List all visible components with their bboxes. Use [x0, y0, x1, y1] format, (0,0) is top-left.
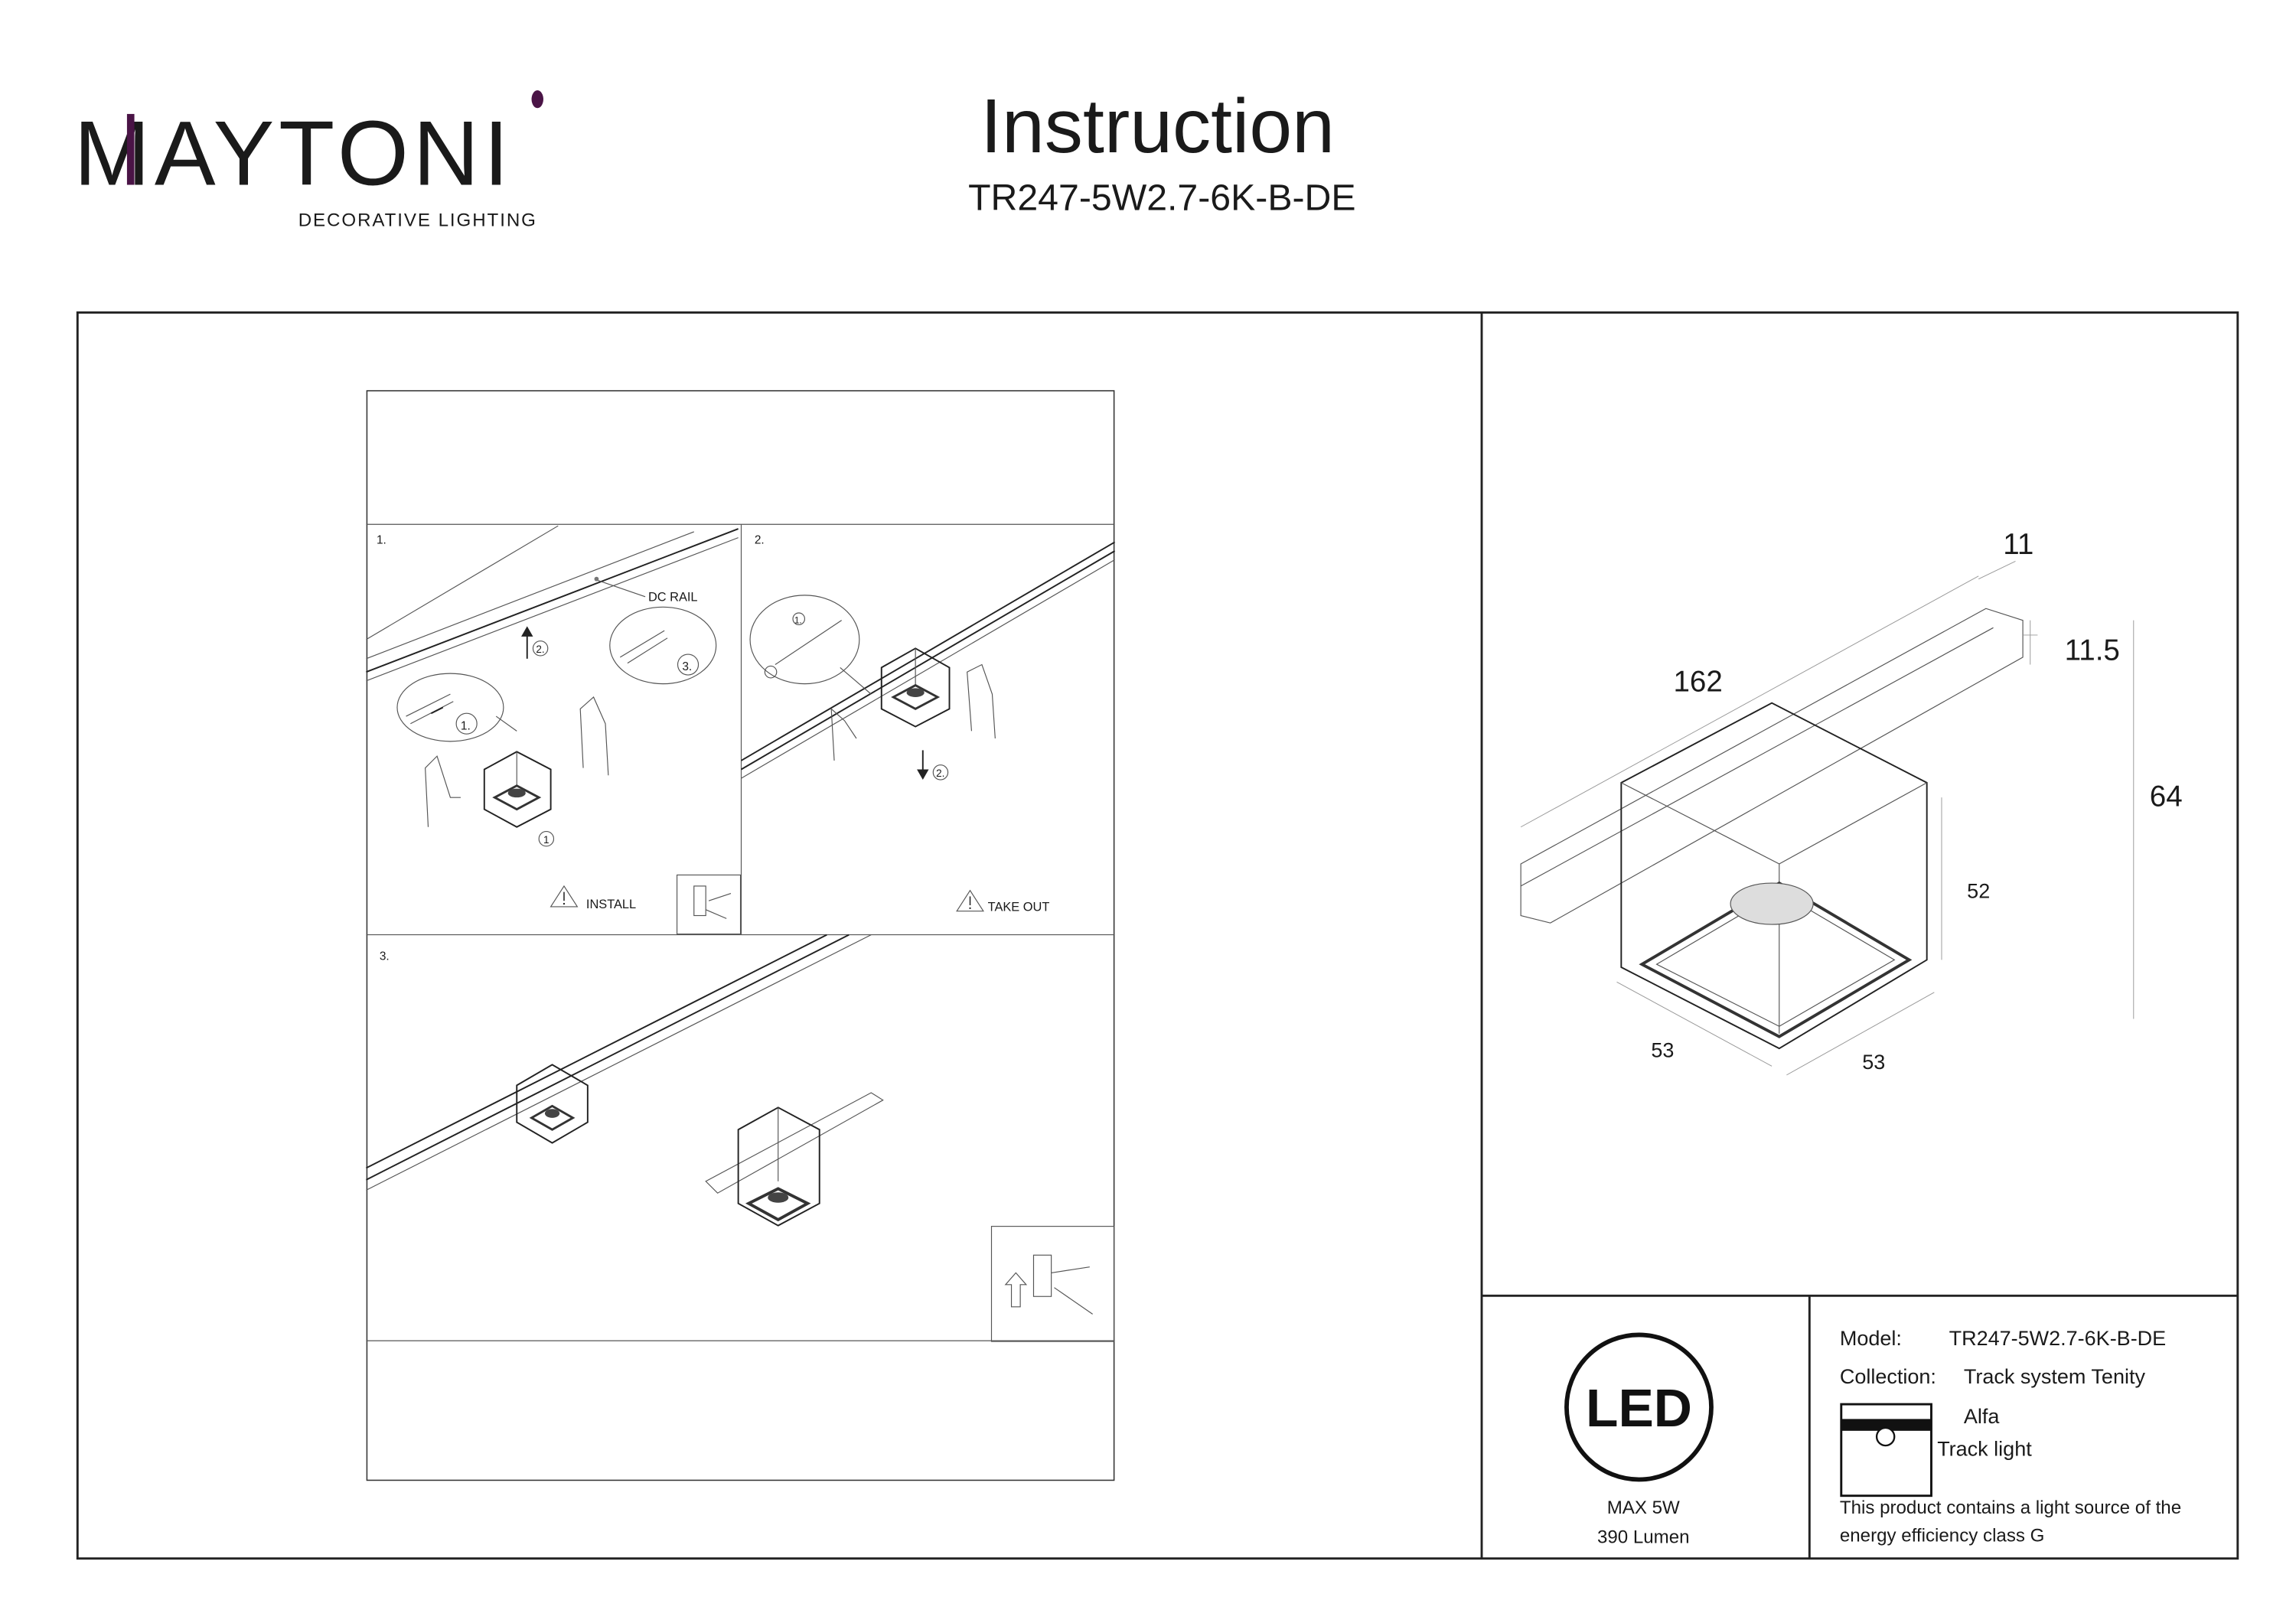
dim-rail-width: 11: [2003, 528, 2033, 561]
dim-body-height: 52: [1967, 879, 1990, 902]
maytoni-logo: MAYTONI DECORATIVE LIGHTING: [73, 90, 543, 231]
sub-collection: Alfa: [1964, 1405, 2001, 1428]
circled-number: 1: [543, 834, 550, 846]
collection-label: Collection:: [1840, 1365, 1936, 1388]
brand-tagline: DECORATIVE LIGHTING: [298, 210, 537, 231]
power-off-icon: [676, 874, 742, 935]
track-light-icon: [1840, 1403, 1932, 1498]
power-on-icon: [990, 1226, 1115, 1342]
detail-inset: [609, 606, 717, 685]
led-spec-block: LED MAX 5W 390 Lumen: [1564, 1332, 1714, 1547]
led-badge: LED: [1586, 1378, 1692, 1438]
lens: [1730, 882, 1814, 925]
dimension-drawing: 162 11 11.5 64 52 53 53: [1520, 528, 2183, 1076]
led-icon: [1564, 1332, 1714, 1482]
dc-rail-label: DC RAIL: [648, 591, 698, 605]
model-subtitle: TR247-5W2.7-6K-B-DE: [968, 177, 1355, 218]
sub-step-label: 1.: [461, 719, 471, 732]
sub-step-label: 2.: [536, 644, 544, 655]
page-title: Instruction: [980, 83, 1335, 169]
warning-icon: [550, 885, 579, 908]
product-type: Track light: [1937, 1438, 2032, 1461]
model-value: TR247-5W2.7-6K-B-DE: [1949, 1327, 2167, 1350]
energy-class-line2: energy efficiency class G: [1840, 1526, 2045, 1546]
detail-inset: [396, 673, 504, 742]
install-label: INSTALL: [586, 898, 636, 911]
dim-length: 162: [1673, 665, 1722, 698]
detail-inset: [749, 595, 860, 685]
warning-icon: [956, 889, 984, 912]
product-info-block: Model: TR247-5W2.7-6K-B-DE Collection: T…: [1840, 1327, 2181, 1546]
instruction-panel: 1. DC RAIL 2. 3. 1.: [366, 389, 1116, 1481]
lumen: 390 Lumen: [1597, 1527, 1690, 1547]
energy-class-line1: This product contains a light source of …: [1840, 1498, 2181, 1518]
dim-width: 53: [1862, 1051, 1885, 1074]
step-1: 1. DC RAIL 2. 3. 1.: [366, 525, 742, 935]
sub-step-label: 3.: [682, 660, 692, 673]
take-out-label: TAKE OUT: [988, 901, 1050, 914]
model-label: Model:: [1840, 1327, 1902, 1350]
brand-accent-bar: [126, 113, 135, 185]
sub-step-label: 2.: [936, 768, 944, 779]
dim-rail-height: 11.5: [2065, 634, 2120, 667]
sub-step-label: 1.: [794, 617, 802, 626]
collection-value: Track system Tenity: [1964, 1365, 2146, 1388]
max-power: MAX 5W: [1607, 1498, 1680, 1518]
step-number: 1.: [377, 533, 386, 546]
dim-depth: 53: [1651, 1039, 1674, 1062]
step-3: 3.: [366, 934, 1115, 1342]
dim-total-height: 64: [2150, 781, 2183, 813]
outer-frame: [76, 311, 2239, 1560]
step-number: 3.: [380, 950, 390, 963]
step-number: 2.: [755, 533, 765, 546]
step-2: 2. 1. 2. TAKE OUT: [741, 533, 1116, 914]
brand-accent-dot: [531, 90, 543, 109]
brand-name: MAYTONI: [73, 103, 513, 205]
